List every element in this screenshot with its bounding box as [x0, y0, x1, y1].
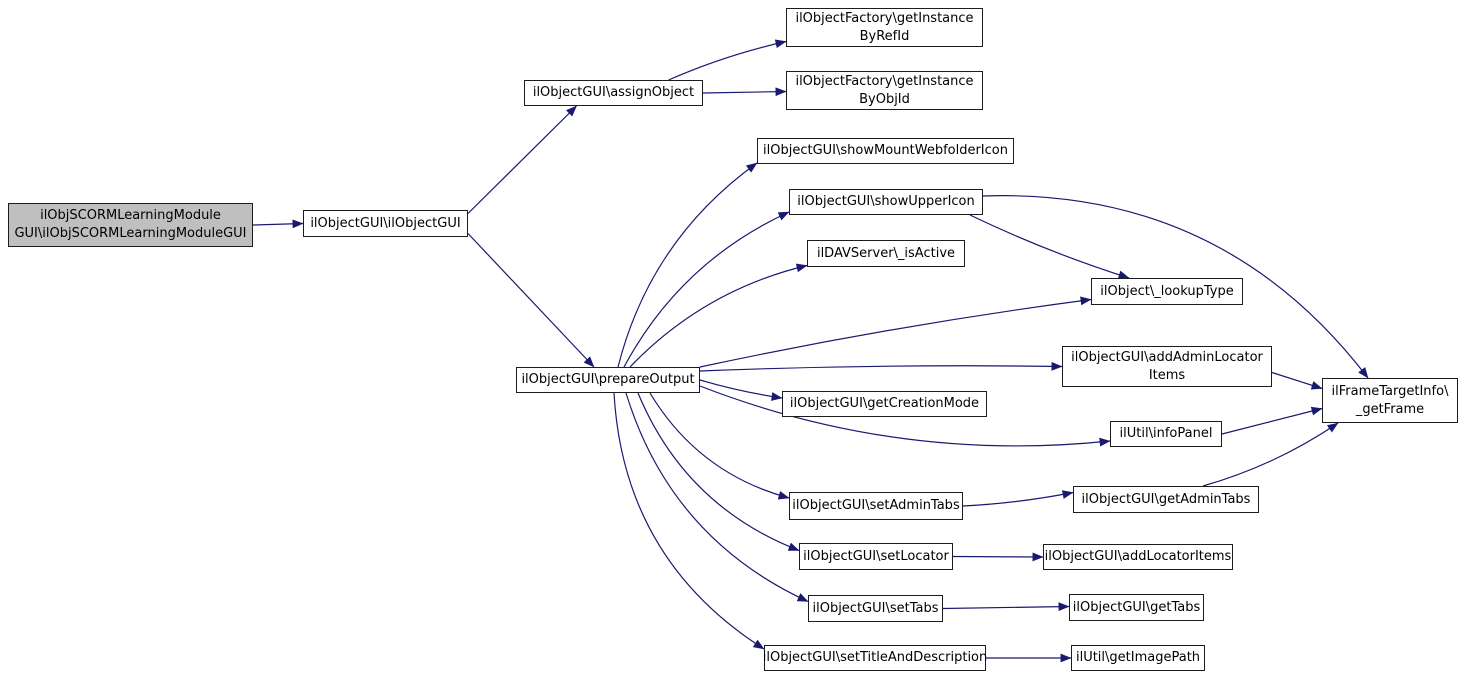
graph-node-getimagepath[interactable]: ilUtil\getImagePath: [1071, 645, 1205, 671]
graph-edge-ilobjectgui--prepareoutput: [467, 233, 595, 368]
graph-edge-settabs--gettabs: [942, 602, 1070, 612]
graph-node-label: Items: [1148, 367, 1186, 383]
graph-edge-prepareoutput--lookuptype: [699, 296, 1092, 368]
graph-edge-showuppericon--lookuptype: [969, 214, 1130, 280]
graph-edge-prepareoutput--isactive: [629, 263, 808, 368]
graph-node-label: ilObjectGUI\getAdminTabs: [1081, 491, 1251, 507]
graph-node-settitleanddescription[interactable]: ilObjectGUI\setTitleAndDescription: [762, 645, 988, 671]
graph-edge-prepareoutput--showmountwebfoldericon: [617, 162, 758, 368]
graph-node-label: ilObjectGUI\getTabs: [1072, 599, 1201, 615]
graph-edge-prepareoutput--settabs: [625, 392, 809, 603]
graph-node-label: ilFrameTargetInfo\: [1331, 383, 1449, 399]
graph-edge-setadmintabs--getadmintabs: [962, 490, 1074, 507]
graph-edge-prepareoutput--setadmintabs: [649, 392, 790, 500]
graph-edge-setlocator--addlocatoritems: [952, 552, 1044, 562]
graph-edge-getadmintabs--getframe: [1202, 422, 1339, 487]
graph-node-showuppericon[interactable]: ilObjectGUI\showUpperIcon: [789, 189, 983, 215]
graph-node-getframe[interactable]: ilFrameTargetInfo\ _getFrame: [1322, 378, 1458, 423]
graph-node-label: ilObject\_lookupType: [1100, 283, 1234, 299]
graph-node-label: ilObjSCORMLearningModule: [40, 208, 221, 224]
graph-node-label: ilObjectGUI\setTitleAndDescription: [762, 650, 988, 666]
graph-edge-prepareoutput--showuppericon: [623, 211, 790, 368]
graph-node-label: ilUtil\getImagePath: [1075, 650, 1201, 666]
graph-node-lookuptype[interactable]: ilObject\_lookupType: [1091, 278, 1243, 305]
graph-node-label: ilObjectGUI\addLocatorItems: [1044, 549, 1232, 565]
graph-node-label: ilObjectGUI\setLocator: [803, 548, 949, 564]
graph-node-label: ilDAVServer\_isActive: [816, 245, 956, 261]
graph-edge-assignobject--getinstancebyobjid: [702, 87, 787, 97]
graph-node-label: ilObjectGUI\assignObject: [532, 85, 695, 101]
graph-node-label: ilObjectGUI\setTabs: [812, 600, 939, 616]
graph-node-isactive[interactable]: ilDAVServer\_isActive: [807, 240, 965, 267]
graph-node-label: ilObjectGUI\addAdminLocator: [1071, 349, 1263, 365]
graph-node-label: ilObjectGUI\showUpperIcon: [797, 194, 975, 210]
graph-node-addlocatoritems[interactable]: ilObjectGUI\addLocatorItems: [1043, 544, 1233, 570]
graph-node-ilobjectgui[interactable]: ilObjectGUI\ilObjectGUI: [303, 210, 468, 237]
graph-edge-assignobject--getinstancebyrefid: [668, 39, 787, 81]
graph-node-label: ilObjectGUI\setAdminTabs: [792, 498, 960, 514]
graph-node-label: ByRefId: [859, 28, 910, 44]
graph-node-label: ilObjectGUI\prepareOutput: [521, 372, 695, 388]
graph-edge-infopanel--getframe: [1221, 406, 1323, 435]
graph-node-getcreationmode[interactable]: ilObjectGUI\getCreationMode: [782, 391, 987, 417]
graph-node-label: ilObjectFactory\getInstance: [795, 73, 974, 89]
graph-node-label: ilUtil\infoPanel: [1119, 426, 1213, 442]
graph-edge-prepareoutput--getcreationmode: [699, 379, 783, 401]
graph-edge-prepareoutput--setlocator: [637, 392, 800, 552]
graph-node-showmountwebfoldericon[interactable]: ilObjectGUI\showMountWebfolderIcon: [757, 138, 1014, 164]
graph-node-label: ByObjId: [859, 91, 910, 107]
graph-node-label: ilObjectGUI\showMountWebfolderIcon: [763, 143, 1008, 159]
graph-edge-addadminlocatoritems--getframe: [1271, 371, 1323, 390]
graph-edge-scorm-root--ilobjectgui: [252, 219, 304, 229]
graph-node-setlocator[interactable]: ilObjectGUI\setLocator: [799, 543, 953, 570]
graph-node-getadmintabs[interactable]: ilObjectGUI\getAdminTabs: [1073, 486, 1259, 513]
graph-node-settabs[interactable]: ilObjectGUI\setTabs: [808, 595, 943, 622]
graph-node-label: GUI\ilObjSCORMLearningModuleGUI: [14, 226, 247, 241]
graph-node-gettabs[interactable]: ilObjectGUI\getTabs: [1069, 594, 1204, 621]
graph-node-label: ilObjectGUI\getCreationMode: [789, 396, 980, 412]
graph-node-prepareoutput[interactable]: ilObjectGUI\prepareOutput: [516, 367, 700, 393]
graph-edge-showuppericon--getframe: [982, 195, 1369, 379]
graph-node-setadmintabs[interactable]: ilObjectGUI\setAdminTabs: [789, 492, 963, 520]
graph-node-assignobject[interactable]: ilObjectGUI\assignObject: [524, 80, 703, 106]
graph-node-infopanel[interactable]: ilUtil\infoPanel: [1110, 421, 1222, 447]
graph-node-label: ilObjectFactory\getInstance: [795, 10, 974, 26]
graph-edge-prepareoutput--infopanel: [699, 385, 1111, 447]
graph-node-label: ilObjectGUI\ilObjectGUI: [310, 215, 461, 231]
graph-edge-prepareoutput--addadminlocatoritems: [699, 361, 1063, 372]
graph-edge-ilobjectgui--assignobject: [467, 105, 577, 214]
graph-node-label: _getFrame: [1355, 401, 1425, 417]
graph-edge-prepareoutput--settitleanddescription: [613, 392, 765, 650]
